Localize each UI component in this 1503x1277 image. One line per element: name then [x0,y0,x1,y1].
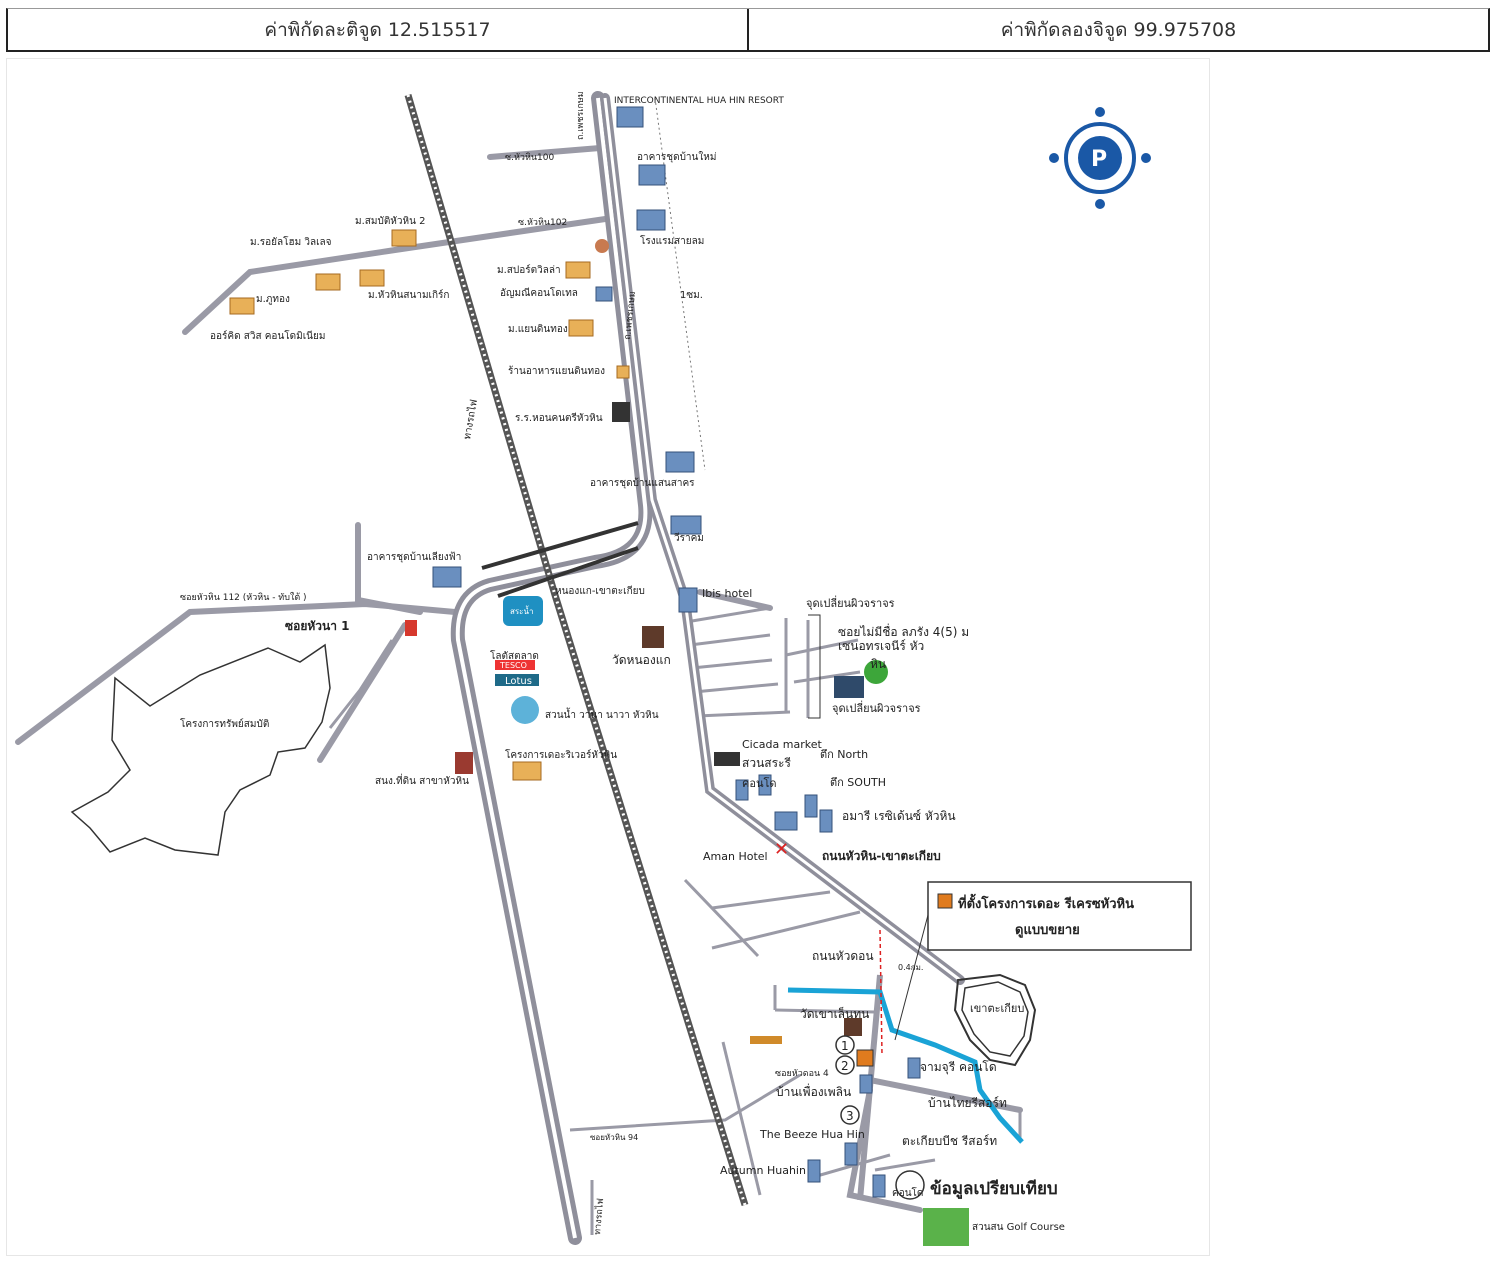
latitude-label: ค่าพิกัดละติจูด 12.515517 [264,18,491,41]
label-wat2: วัดเขาเล็นทน [800,1006,869,1021]
railway [404,94,749,1207]
label-tesco: โลตัสตลาด [490,649,539,662]
label-village-7: ม.แยนดินทอง [508,324,568,335]
aman-marker: ✕ [774,839,789,860]
label-north: ตึก North [820,748,868,761]
project-area-outline [70,643,331,856]
label-tesco-brand: TESCO [499,661,527,670]
label-village-5: ม.ภูทอง [256,294,290,305]
numbered-markers [835,1035,860,1125]
label-intercontinental: INTERCONTINENTAL HUA HIN RESORT [614,96,784,106]
label-soi-102: ซ.หัวหิน102 [518,217,567,228]
label-project-area: โครงการทรัพย์สมบัติ [180,717,269,730]
label-village-3: ม.สปอร์ตวิลล่า [497,264,561,276]
label-lotus: Lotus [505,676,532,687]
hotel-icons [432,106,921,1198]
label-soi-info-3: หิน [870,657,886,671]
label-south2: อมารี เรซิเด้นซ์ หัวหิน [842,809,956,823]
label-soi-100: ซ.หัวหิน100 [505,152,554,163]
label-restaurant: ร้านอาหารแยนดินทอง [508,365,605,377]
compass-rose: P [1049,107,1151,209]
compare-circle [895,1170,925,1200]
label-distance: 1ซม. [680,290,703,301]
label-ibis: Ibis hotel [702,587,752,600]
label-condo-4: อาคารชุดบ้านเลียงฟ้า [367,551,461,563]
label-soi-94: ซอยหัวหิน 94 [590,1133,638,1142]
marker-num-1: 1 [841,1039,849,1053]
label-road-hua-don: ถนนหัวดอน [812,949,874,963]
label-market-mark: หนองแก-เขาตะเกียบ [555,585,645,597]
project-marker [856,1049,874,1067]
label-compare: ข้อมูลเปรียบเทียบ [930,1178,1058,1200]
label-park: สวนสระรี [742,756,791,770]
label-aman: Aman Hotel [703,850,768,863]
label-water-park: สวนน้ำ วานา นาวา หัวหิน [545,707,659,721]
map-frame [6,58,1210,1256]
label-soi-112: ซอยหัวหิน 112 (หัวหิน - ทับใต้ ) [180,592,307,603]
label-south: ตึก SOUTH [830,776,886,789]
label-resort-2: บ้านไทยรีสอร์ท [928,1096,1007,1110]
label-rail-vertical: ทางรถไฟ [461,398,480,440]
label-project-2: โครงการเดอะริเวอร์หัวหิน [505,748,617,761]
label-soi-huana: ซอยหัวนา 1 [285,619,350,633]
coordinate-header: ค่าพิกัดละติจูด 12.515517 ค่าพิกัดลองจิจ… [6,8,1490,52]
label-soi-hd: ซอยหัวดอน 4 [775,1069,829,1079]
label-condo-s: คอนโด [742,776,777,790]
label-condo-2: อัญมณีคอนโดเทล [500,286,578,299]
label-golf: สวนสน Golf Course [972,1222,1065,1233]
label-hotel-top: โรงแรมสายลม [640,234,704,247]
label-park-sign: สระน้ำ [510,605,533,616]
legend-line-2: ดูแบบขยาย [1015,923,1080,938]
label-reverse-2: จุดเปลี่ยนผิวจราจร [832,700,921,715]
longitude-label: ค่าพิกัดลองจิจูด 99.975708 [747,9,1488,50]
label-school: สนง.ที่ดิน สาขาหัวหิน [375,773,469,787]
label-village-1: ม.สมบัติหัวหิน 2 [355,216,425,227]
svg-text:P: P [1091,147,1107,172]
marker-num-2: 2 [841,1059,849,1073]
label-road-vertical: ถ.เพชรเกษม [576,91,586,140]
label-home: บ้านเพื่องเพลิน [776,1083,851,1099]
label-condo-top: อาคารชุดบ้านใหม่ [637,151,716,163]
label-rama: วีราคม [674,532,704,544]
label-autumn: Autumn Huahin [720,1164,806,1177]
label-resort-3: ตะเกียบบีช รีสอร์ท [902,1134,997,1148]
overpass [481,521,639,598]
label-village-2: ม.รอยัลโฮม วิลเลจ [250,235,332,248]
legend-box [927,881,1192,951]
label-beeze: The Beeze Hua Hin [759,1128,865,1141]
label-rail-bottom: ทางรถไฟ [592,1198,606,1235]
label-road-name: ถนนหัวหิน-เขาตะเกียบ [822,849,941,863]
label-golf-club: ร.ร.หอนคนตรีหัวหิน [515,412,603,424]
landmark-icons [405,239,969,1246]
label-reverse-1: จุดเปลี่ยนผิวจราจร [806,595,895,610]
village-icons [229,229,630,781]
label-mountain: เขาตะเกียบ [970,1002,1024,1015]
label-resort-1: จามจุรี คอนโด [920,1060,997,1075]
label-cicada: Cicada market [742,738,822,751]
river [787,987,1024,1144]
legend-line-1: ที่ตั้งโครงการเดอะ รีเครซหัวหิน [958,893,1134,912]
label-village-4: ม.หัวหินสนามเกิร์ก [368,289,449,301]
label-route-mark: 0.4กม. [898,963,923,972]
label-condo-x: คอนโด [892,1186,923,1199]
marker-num-3: 3 [846,1109,854,1123]
label-soi-info-1: ซอยไม่มีชื่อ ลภรัง 4(5) ม [838,623,969,639]
label-village-6: ออร์คิด สวิส คอนโดมิเนียม [210,329,325,342]
label-soi-info-2: เซนอทรเจนีร์ หัว [838,639,924,653]
minor-roads [328,535,1022,1235]
label-wat: วัดหนองแก [612,653,671,667]
mountain-outline [953,973,1037,1067]
label-condo-3: อาคารชุดบ้านแสนสาคร [590,477,695,489]
